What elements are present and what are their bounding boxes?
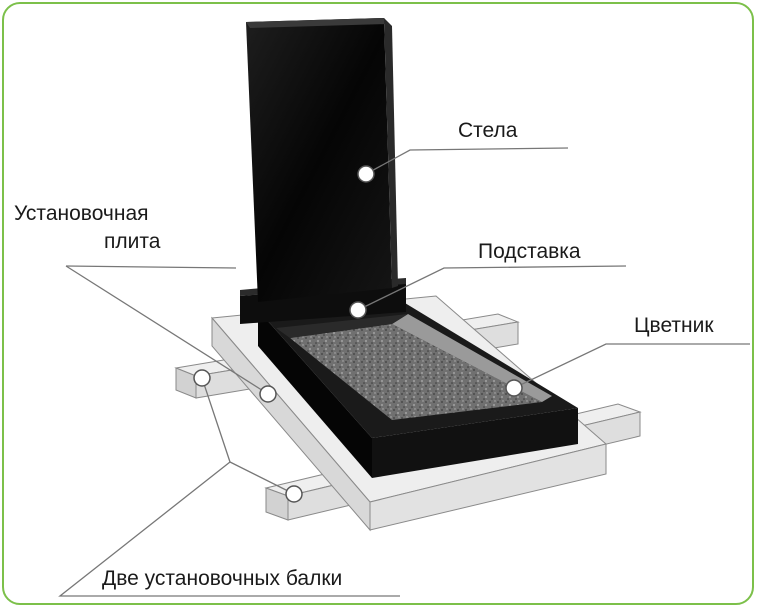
marker-plate — [259, 385, 277, 403]
stela — [246, 18, 398, 302]
marker-beam-upper — [193, 369, 211, 387]
marker-flowerbed — [505, 379, 523, 397]
leader-beams-base — [58, 461, 400, 597]
leader-plate-underline — [65, 265, 237, 269]
label-stand: Подставка — [478, 240, 581, 263]
leader-lines — [58, 147, 750, 597]
leader-stand — [357, 265, 627, 311]
label-plate-line1: Установочная — [14, 202, 149, 225]
marker-stand — [349, 301, 367, 319]
marker-dots — [193, 165, 523, 503]
leader-stela — [365, 147, 569, 175]
leader-flowerbed — [513, 343, 750, 389]
label-stela: Стела — [458, 119, 518, 142]
label-beams: Две установочных балки — [102, 567, 343, 590]
marker-stela — [357, 165, 375, 183]
label-plate-line2: плита — [104, 230, 161, 253]
leader-plate — [65, 265, 269, 395]
label-flowerbed: Цветник — [634, 314, 714, 337]
marker-beam-lower — [285, 485, 303, 503]
